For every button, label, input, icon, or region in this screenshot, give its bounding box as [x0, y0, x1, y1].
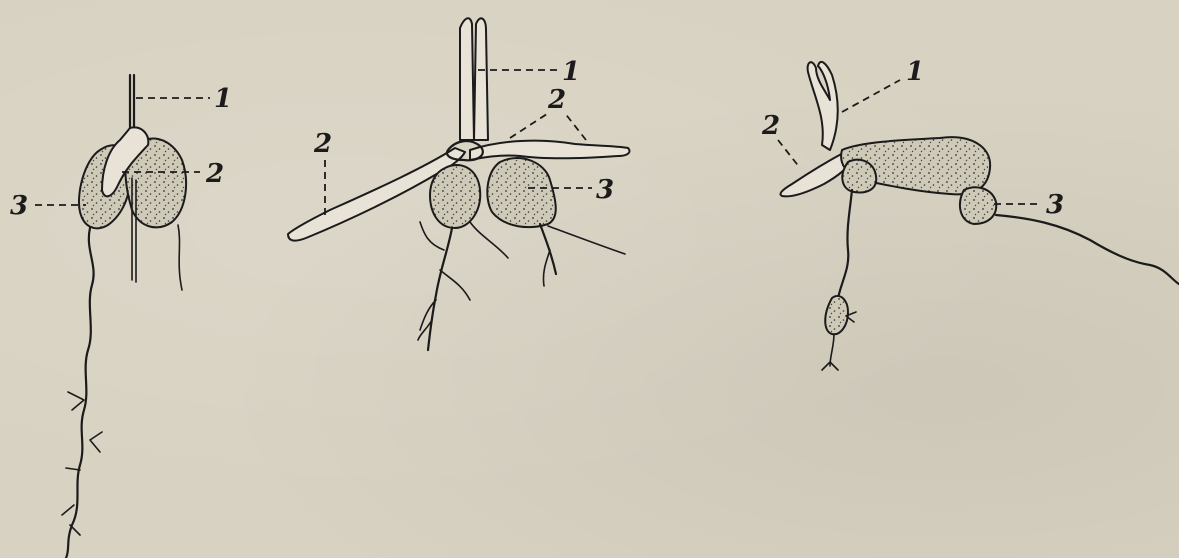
- panel-b-tuber-left: [430, 165, 480, 228]
- panel-b-shoot-right: [470, 141, 630, 160]
- panel-a-rootlet: [68, 392, 84, 410]
- panel-b-tuber-right: [487, 158, 555, 227]
- panel-c-leader-2: [778, 140, 800, 168]
- panel-b-shoot-vertical: [460, 18, 474, 140]
- panel-c: 1 2 3: [761, 57, 1179, 370]
- panel-c-label-1: 1: [906, 57, 924, 87]
- panel-a-label-2: 2: [205, 159, 224, 189]
- panel-b-label-3: 3: [596, 175, 614, 205]
- panel-c-rootlet: [822, 334, 838, 370]
- panel-c-label-3: 3: [1046, 190, 1064, 220]
- panel-b-rootlet: [543, 226, 625, 286]
- panel-b-leader-2a: [510, 112, 550, 138]
- panel-a-label-3: 3: [10, 191, 28, 221]
- panel-c-label-2: 2: [761, 111, 780, 141]
- panel-b-label-1: 1: [562, 57, 580, 87]
- panel-c-tuber-lower-left: [842, 160, 876, 193]
- panel-b-root: [428, 228, 452, 350]
- panel-c-shoot-fork: [808, 62, 838, 150]
- panel-c-leader-1: [842, 80, 900, 112]
- panel-a: 1 2 3: [10, 75, 232, 558]
- panel-b-rootlet: [418, 222, 470, 340]
- panel-c-root-right: [996, 215, 1179, 284]
- panel-b-rootlet: [470, 222, 508, 258]
- panel-b-label-2-left: 2: [313, 129, 332, 159]
- panel-a-label-1: 1: [214, 84, 232, 114]
- panel-c-tuber-right: [960, 187, 996, 224]
- panel-a-side-root: [178, 225, 182, 290]
- panel-b-shoot-vertical-2: [474, 18, 488, 140]
- panel-b: 1 2 2 3: [288, 18, 630, 350]
- panel-b-leader-2b: [564, 112, 586, 140]
- panel-b-label-2-top: 2: [547, 85, 566, 115]
- panel-b-root: [540, 224, 556, 274]
- panel-a-rootlet: [90, 432, 102, 452]
- panel-c-root-down: [838, 190, 852, 298]
- panel-c-tuber-small: [825, 296, 848, 334]
